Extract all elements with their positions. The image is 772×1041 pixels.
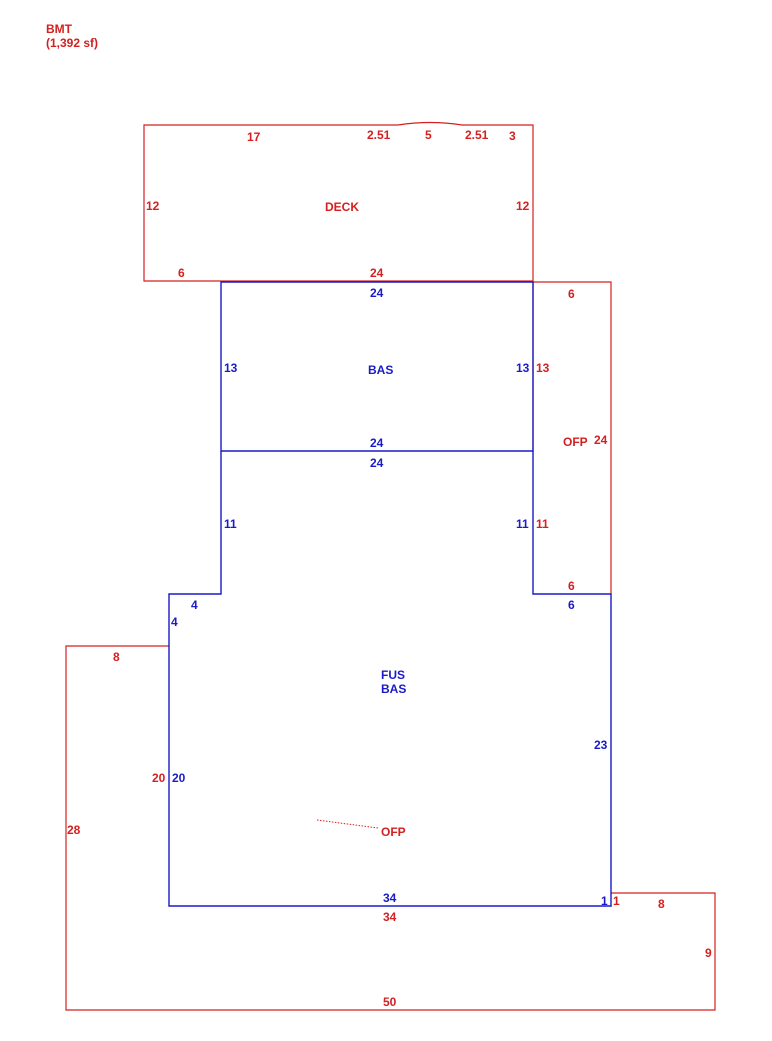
- dim-label: 4: [191, 598, 198, 612]
- deck-label: DECK: [325, 200, 359, 214]
- dim-label: 8: [113, 650, 120, 664]
- fus-label: FUS: [381, 668, 405, 682]
- ofp-right-label: OFP: [563, 435, 588, 449]
- fus-bas-outline: [168, 451, 612, 907]
- dim-label: 23: [594, 738, 608, 752]
- dim-label: 20: [152, 771, 166, 785]
- dim-label: 13: [224, 361, 238, 375]
- dim-label: 12: [146, 199, 160, 213]
- ofp-lower-outline: [65, 645, 716, 1011]
- dim-label: 34: [383, 910, 397, 924]
- dim-label: 11: [516, 517, 529, 531]
- dim-label: 1: [613, 894, 620, 908]
- dim-label: 24: [370, 436, 384, 450]
- dim-label: 20: [172, 771, 186, 785]
- ofp-lower-label: OFP: [381, 825, 406, 839]
- dim-label: 6: [568, 579, 575, 593]
- dim-label: 13: [516, 361, 530, 375]
- sketch-area-total: (1,392 sf): [46, 36, 98, 50]
- dim-label: 8: [658, 897, 665, 911]
- dim-label: 11: [536, 517, 549, 531]
- dim-label: 24: [594, 433, 608, 447]
- dim-label: 28: [67, 823, 81, 837]
- dim-label: 34: [383, 891, 397, 905]
- dim-label: 5: [425, 128, 432, 142]
- dim-label: 4: [171, 615, 178, 629]
- dim-label: 6: [568, 598, 575, 612]
- dim-label: 9: [705, 946, 712, 960]
- dim-label: 3: [509, 129, 516, 143]
- dim-label: 2.51: [465, 128, 489, 142]
- deck-outline: [143, 121, 534, 282]
- dim-label: 24: [370, 266, 384, 280]
- dim-label: 1: [601, 894, 608, 908]
- dim-label: 50: [383, 995, 397, 1009]
- dim-label: 6: [178, 266, 185, 280]
- sketch-code: BMT: [46, 22, 73, 36]
- bas-lower-label: BAS: [381, 682, 406, 696]
- dim-label: 17: [247, 130, 261, 144]
- dim-label: 13: [536, 361, 550, 375]
- dim-label: 24: [370, 456, 384, 470]
- ofp-leader-line: [316, 819, 379, 829]
- dim-label: 2.51: [367, 128, 391, 142]
- bas-upper-label: BAS: [368, 363, 393, 377]
- dim-label: 24: [370, 286, 384, 300]
- dim-label: 6: [568, 287, 575, 301]
- dim-label: 12: [516, 199, 530, 213]
- dim-label: 11: [224, 517, 237, 531]
